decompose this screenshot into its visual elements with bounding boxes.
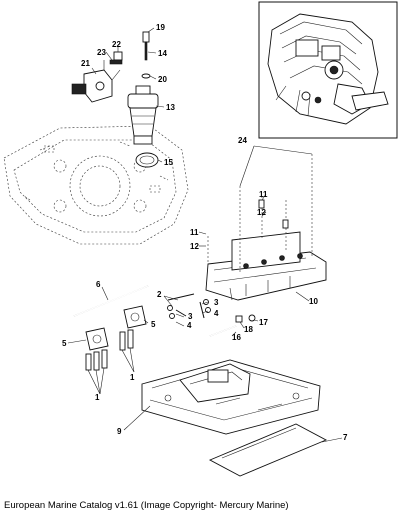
leader-lines	[67, 27, 343, 443]
callout-14: 14	[158, 49, 167, 58]
callout-23: 23	[97, 48, 106, 57]
base-housing	[3, 125, 189, 245]
callout-11-right: 11	[259, 190, 268, 199]
part-1-bolts	[85, 329, 134, 371]
callout-1-lower: 1	[95, 393, 100, 402]
callout-3-lower: 3	[188, 312, 193, 321]
callout-16: 16	[232, 333, 241, 342]
callout-10: 10	[309, 297, 318, 306]
part-14-rod	[144, 41, 148, 61]
callout-labels: 1 1 2 3 3 4 4 5 5 6 7 9 10 11 11 12 12 1…	[62, 23, 348, 442]
part-9-mounting-plate	[141, 359, 321, 435]
callout-12-left: 12	[190, 242, 199, 251]
part-23-fitting	[109, 59, 123, 65]
callout-24: 24	[238, 136, 247, 145]
exploded-parts-diagram: 1 1 2 3 3 4 4 5 5 6 7 9 10 11 11 12 12 1…	[3, 1, 398, 477]
callout-12-right: 12	[257, 208, 266, 217]
callout-18: 18	[244, 325, 253, 334]
callout-5-left: 5	[62, 339, 67, 348]
engine-inset	[258, 1, 398, 139]
part-19-cap	[142, 31, 150, 43]
part-22-fitting	[113, 51, 123, 61]
part-5-block-right	[123, 305, 147, 329]
callout-3-upper: 3	[214, 298, 219, 307]
part-2-3-4-hardware	[167, 293, 211, 319]
part-20-washer	[141, 73, 151, 79]
callout-15: 15	[164, 158, 173, 167]
part-5-block-left	[85, 327, 109, 351]
callout-9: 9	[117, 427, 122, 436]
callout-21: 21	[81, 59, 90, 68]
callout-13: 13	[166, 103, 175, 112]
copyright-caption: European Marine Catalog v1.61 (Image Cop…	[4, 500, 289, 511]
callout-5-right: 5	[151, 320, 156, 329]
part-13-housing	[127, 85, 159, 145]
callout-4-upper: 4	[214, 309, 219, 318]
callout-11-left: 11	[190, 228, 199, 237]
callout-20: 20	[158, 75, 167, 84]
callout-1-upper: 1	[130, 373, 135, 382]
part-24-bracket-assembly	[205, 154, 327, 301]
callout-7: 7	[343, 433, 348, 442]
engine-illustration	[267, 13, 389, 125]
part-17-washer	[248, 314, 256, 322]
part-15-o-ring	[135, 152, 159, 168]
part-7-cover-plate	[208, 423, 328, 477]
callout-22: 22	[112, 40, 121, 49]
callout-17: 17	[259, 318, 268, 327]
part-21-valve	[71, 60, 121, 103]
part-18-bushing	[235, 315, 243, 323]
callout-2: 2	[157, 290, 162, 299]
callout-19: 19	[156, 23, 165, 32]
callout-6: 6	[96, 280, 101, 289]
callout-4-lower: 4	[187, 321, 192, 330]
